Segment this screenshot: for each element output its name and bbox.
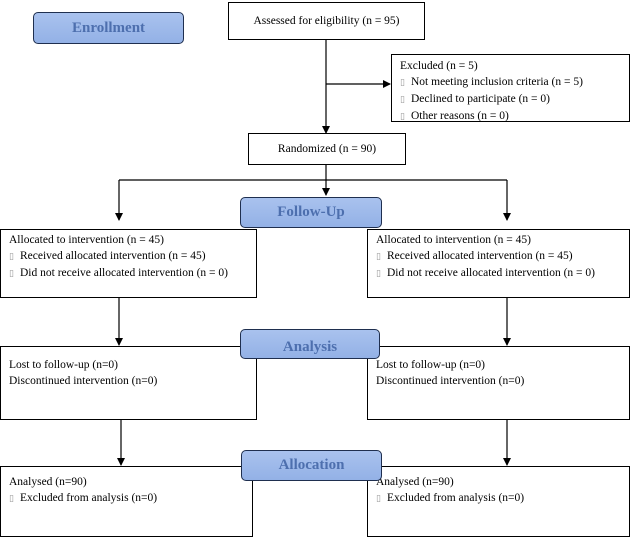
checkbox-icon: ▯ (400, 78, 405, 88)
right-analysed-title: Analysed (n=90) (376, 476, 454, 488)
checkbox-icon: ▯ (9, 252, 14, 262)
checkbox-icon: ▯ (376, 269, 381, 279)
excluded-title: Excluded (n = 5) (400, 60, 478, 72)
left-analysed-item: Excluded from analysis (n=0) (20, 492, 158, 504)
checkbox-icon: ▯ (376, 494, 381, 504)
left-allocated-title: Allocated to intervention (n = 45) (9, 234, 164, 246)
checkbox-icon: ▯ (9, 269, 14, 279)
right-lost-box: Lost to follow-up (n=0) Discontinued int… (367, 346, 630, 420)
right-analysed-box: Analysed (n=90) ▯ Excluded from analysis … (367, 466, 630, 537)
checkbox-icon: ▯ (9, 494, 14, 504)
randomized-label: Randomized (n = 90) (277, 143, 377, 155)
left-analysed-box: Analysed (n=90) ▯ Excluded from analysis … (0, 466, 253, 537)
left-allocated-item: Received allocated intervention (n = 45) (20, 250, 206, 262)
right-allocated-item: Did not receive allocated intervention (… (387, 267, 595, 279)
left-lost-line1: Lost to follow-up (n=0) (9, 359, 119, 371)
excluded-box: Excluded (n = 5) ▯ Not meeting inclusion … (391, 54, 630, 122)
right-analysed-item: Excluded from analysis (n=0) (387, 492, 525, 504)
excluded-item: Other reasons (n = 0) (411, 110, 509, 122)
checkbox-icon: ▯ (400, 112, 405, 122)
stage-enrollment: Enrollment (33, 12, 184, 44)
left-lost-box: Lost to follow-up (n=0) Discontinued int… (0, 346, 257, 420)
right-lost-line1: Lost to follow-up (n=0) (376, 359, 486, 371)
assessed-box: Assessed for eligibility (n = 95) (228, 2, 425, 40)
stage-allocation: Allocation (241, 450, 382, 481)
stage-analysis: Analysis (240, 329, 380, 359)
left-allocated-item: Did not receive allocated intervention (… (20, 267, 228, 279)
checkbox-icon: ▯ (400, 95, 405, 105)
stage-follow-up: Follow-Up (240, 197, 382, 228)
left-lost-line2: Discontinued intervention (n=0) (9, 375, 158, 387)
randomized-box: Randomized (n = 90) (248, 133, 406, 165)
checkbox-icon: ▯ (376, 252, 381, 262)
assessed-label: Assessed for eligibility (n = 95) (253, 15, 400, 27)
excluded-item: Not meeting inclusion criteria (n = 5) (411, 76, 583, 88)
right-allocated-item: Received allocated intervention (n = 45) (387, 250, 573, 262)
left-analysed-title: Analysed (n=90) (9, 476, 87, 488)
right-allocated-box: Allocated to intervention (n = 45) ▯ Rece… (367, 229, 630, 298)
right-lost-line2: Discontinued intervention (n=0) (376, 375, 525, 387)
left-allocated-box: Allocated to intervention (n = 45) ▯ Rece… (0, 229, 257, 298)
right-allocated-title: Allocated to intervention (n = 45) (376, 234, 531, 246)
excluded-item: Declined to participate (n = 0) (411, 93, 550, 105)
